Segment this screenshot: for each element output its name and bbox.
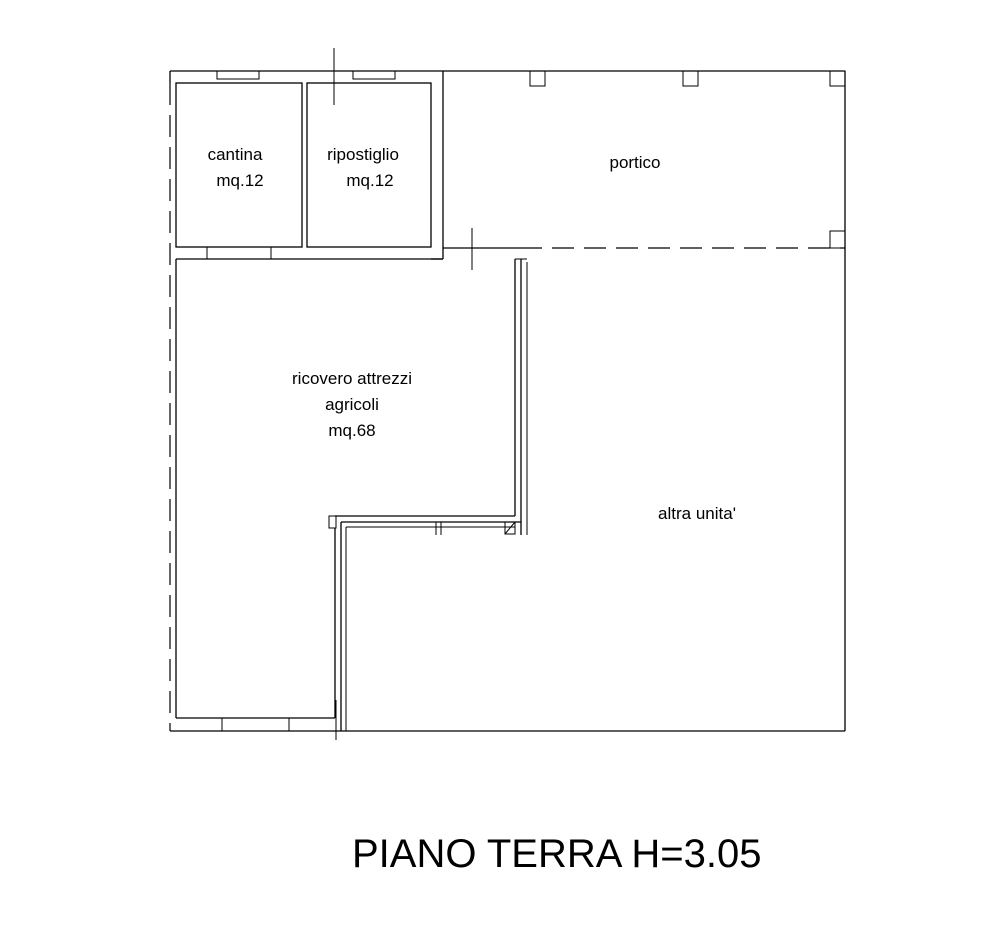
portico-name: portico <box>609 153 661 172</box>
altra-unita-name: altra unita' <box>658 504 736 523</box>
portico-outline <box>443 70 846 270</box>
ricovero-name-line1: ricovero attrezzi <box>292 369 412 388</box>
cantina-name: cantina <box>207 145 263 164</box>
left-facade-dashed <box>169 83 177 731</box>
ripostiglio-name: ripostiglio <box>327 145 399 164</box>
room-label-ripostiglio: ripostiglio mq.12 <box>308 142 418 194</box>
room-label-portico: portico <box>590 150 680 176</box>
ripostiglio-walls <box>306 48 444 260</box>
ricovero-walls <box>175 258 528 740</box>
room-label-ricovero: ricovero attrezzi agricoli mq.68 <box>262 366 442 444</box>
ripostiglio-area: mq.12 <box>346 171 394 190</box>
room-label-altra-unita: altra unita' <box>632 501 762 527</box>
plan-title: PIANO TERRA H=3.05 <box>352 832 762 876</box>
room-label-cantina: cantina mq.12 <box>190 142 280 194</box>
cantina-area: mq.12 <box>216 171 264 190</box>
ricovero-name-line2: agricoli <box>325 395 379 414</box>
ricovero-area: mq.68 <box>328 421 376 440</box>
